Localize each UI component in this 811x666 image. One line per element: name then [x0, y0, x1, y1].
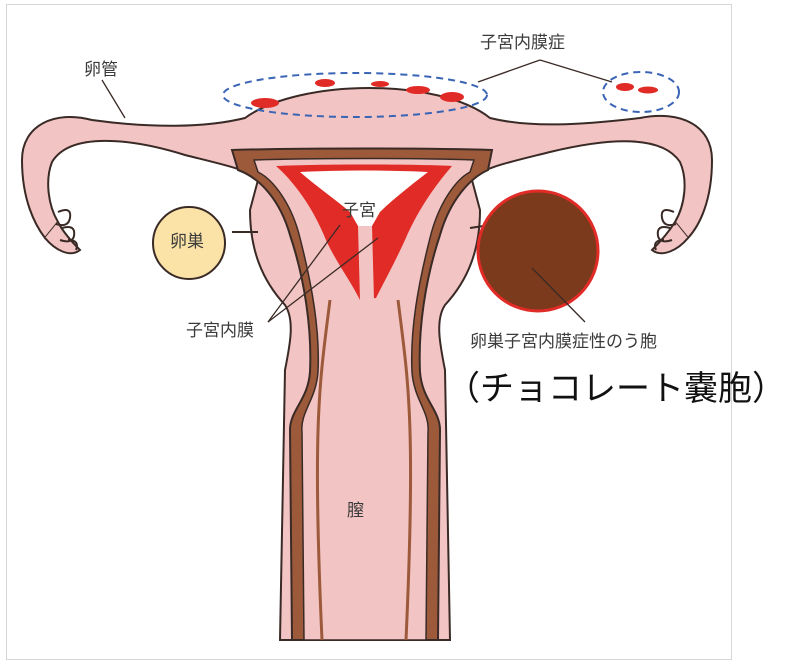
- endometriosis-label: 子宮内膜症: [480, 35, 565, 52]
- uterus-label: 子宮: [342, 203, 376, 220]
- vagina-label: 膣: [347, 503, 364, 520]
- endometrium-label: 子宮内膜: [186, 323, 254, 340]
- ovarian-cyst-label: 卵巣子宮内膜症性のう胞: [470, 334, 657, 351]
- chocolate-cyst-label: （チョコレート嚢胞）: [446, 372, 786, 406]
- chocolate-cyst: [478, 191, 598, 311]
- fallopian-tube-label: 卵管: [84, 62, 118, 79]
- cervical-canal: [358, 226, 374, 300]
- ovary-label: 卵巣: [170, 234, 204, 251]
